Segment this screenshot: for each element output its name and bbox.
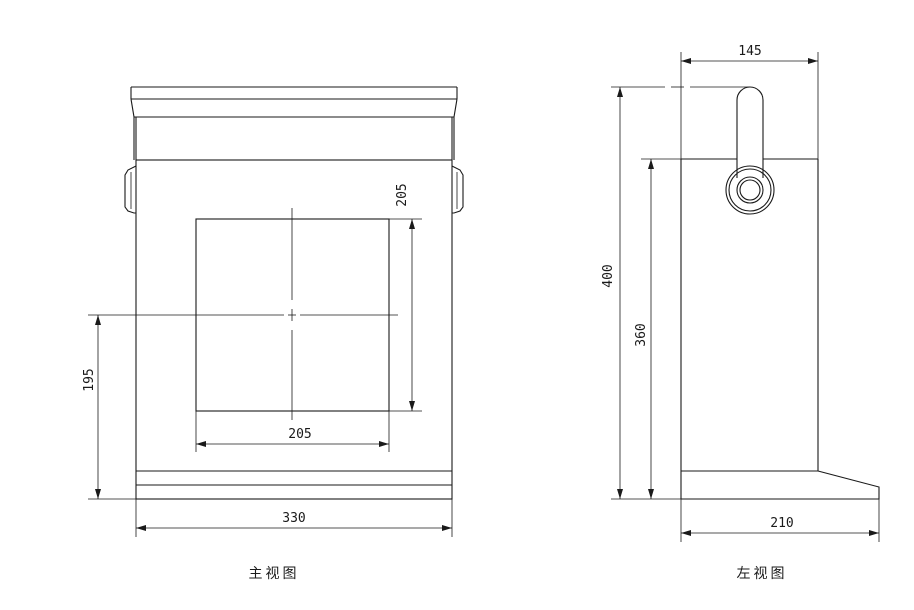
dim-side-body-height: 360 bbox=[634, 158, 681, 499]
dim-side-base-width-label: 210 bbox=[770, 516, 793, 531]
dim-side-base-width: 210 bbox=[680, 499, 880, 542]
front-view-caption: 主视图 bbox=[249, 566, 300, 582]
dim-window-width: 205 bbox=[195, 411, 390, 452]
dim-window-height: 205 bbox=[389, 183, 422, 412]
side-body bbox=[680, 158, 880, 500]
dim-center-height: 195 bbox=[82, 315, 136, 500]
side-view: 145 210 400 360 左视图 bbox=[601, 44, 880, 582]
window-center-mark bbox=[88, 208, 398, 420]
side-view-caption: 左视图 bbox=[737, 566, 788, 582]
dim-center-height-label: 195 bbox=[82, 368, 97, 391]
dim-window-height-label: 205 bbox=[395, 183, 410, 206]
dim-front-width-label: 330 bbox=[282, 511, 305, 526]
dim-side-total-height-label: 400 bbox=[601, 264, 616, 287]
front-left-bracket bbox=[124, 165, 137, 214]
dim-window-width-label: 205 bbox=[288, 427, 311, 442]
side-pivot bbox=[725, 165, 775, 215]
front-body bbox=[135, 159, 453, 500]
dim-side-total-height: 400 bbox=[601, 86, 750, 500]
side-handle bbox=[736, 86, 764, 178]
front-right-bracket bbox=[451, 165, 464, 214]
dim-side-top-width-label: 145 bbox=[738, 44, 761, 59]
dim-front-width: 330 bbox=[135, 499, 453, 537]
dim-side-body-height-label: 360 bbox=[634, 323, 649, 346]
dim-side-top-width: 145 bbox=[680, 44, 819, 159]
front-top-rail bbox=[130, 86, 458, 160]
front-view: 330 205 205 195 主视图 bbox=[82, 86, 464, 582]
